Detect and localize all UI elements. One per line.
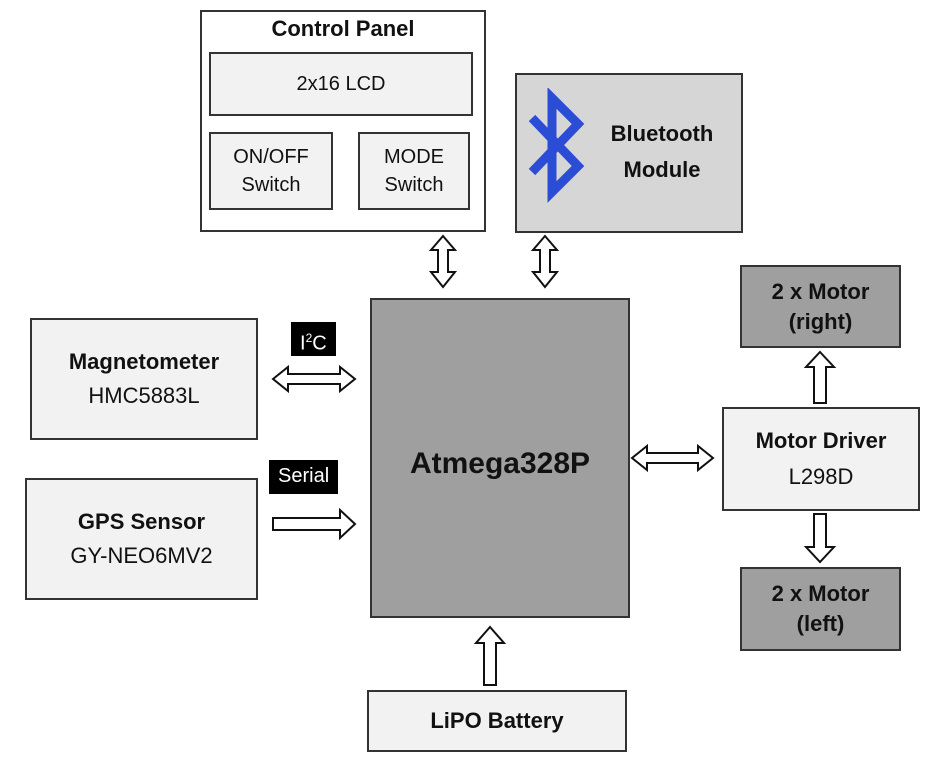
motor-driver-block: Motor Driver L298D — [722, 407, 920, 511]
onoff-line2: Switch — [241, 174, 301, 196]
arrow-bluetooth-mcu — [530, 234, 560, 289]
arrow-mcu-driver — [630, 443, 715, 473]
control-panel-title: Control Panel — [271, 16, 415, 41]
i2c-sup: 2 — [305, 331, 313, 345]
arrow-driver-motor-left — [803, 513, 837, 564]
motor-left-block: 2 x Motor (left) — [740, 567, 901, 651]
motor-right-block: 2 x Motor (right) — [740, 265, 901, 348]
battery-block: LiPO Battery — [367, 690, 627, 752]
mode-line1: MODE — [384, 146, 444, 168]
magnetometer-name: Magnetometer — [68, 349, 220, 374]
arrow-driver-motor-right — [803, 350, 837, 404]
serial-text: Serial — [278, 465, 330, 487]
bluetooth-line1: Bluetooth — [610, 121, 714, 146]
motor-driver-name: Motor Driver — [755, 428, 887, 453]
bluetooth-icon — [528, 88, 585, 203]
magnetometer-block: Magnetometer HMC5883L — [30, 318, 258, 440]
mcu-block: Atmega328P — [370, 298, 630, 618]
onoff-switch: ON/OFF Switch — [209, 132, 333, 210]
arrow-gps-mcu — [272, 507, 357, 541]
i2c-base: I — [300, 332, 306, 355]
motor-right-line2: (right) — [788, 308, 853, 334]
serial-label: Serial — [269, 460, 339, 494]
gps-block: GPS Sensor GY-NEO6MV2 — [25, 478, 258, 600]
motor-driver-model: L298D — [788, 464, 854, 489]
i2c-label: I2C — [291, 322, 336, 356]
lcd-display: 2x16 LCD — [209, 52, 473, 116]
mode-line2: Switch — [384, 174, 444, 196]
battery-name: LiPO Battery — [430, 708, 564, 733]
motor-left-line1: 2 x Motor — [771, 581, 870, 606]
bluetooth-label: Bluetooth Module — [592, 116, 732, 188]
mcu-name: Atmega328P — [409, 447, 591, 480]
arrow-control-mcu — [428, 234, 458, 289]
arrow-battery-mcu — [473, 625, 507, 686]
i2c-rest: C — [312, 332, 327, 355]
gps-name: GPS Sensor — [77, 509, 206, 534]
motor-right-line1: 2 x Motor — [771, 278, 870, 304]
arrow-magnetometer-mcu — [271, 364, 357, 394]
motor-left-line2: (left) — [796, 611, 845, 636]
bluetooth-line2: Module — [623, 157, 701, 182]
lcd-label: 2x16 LCD — [296, 73, 386, 95]
gps-model: GY-NEO6MV2 — [70, 543, 213, 568]
mode-switch: MODE Switch — [358, 132, 470, 210]
magnetometer-model: HMC5883L — [88, 383, 200, 408]
onoff-line1: ON/OFF — [233, 146, 309, 168]
